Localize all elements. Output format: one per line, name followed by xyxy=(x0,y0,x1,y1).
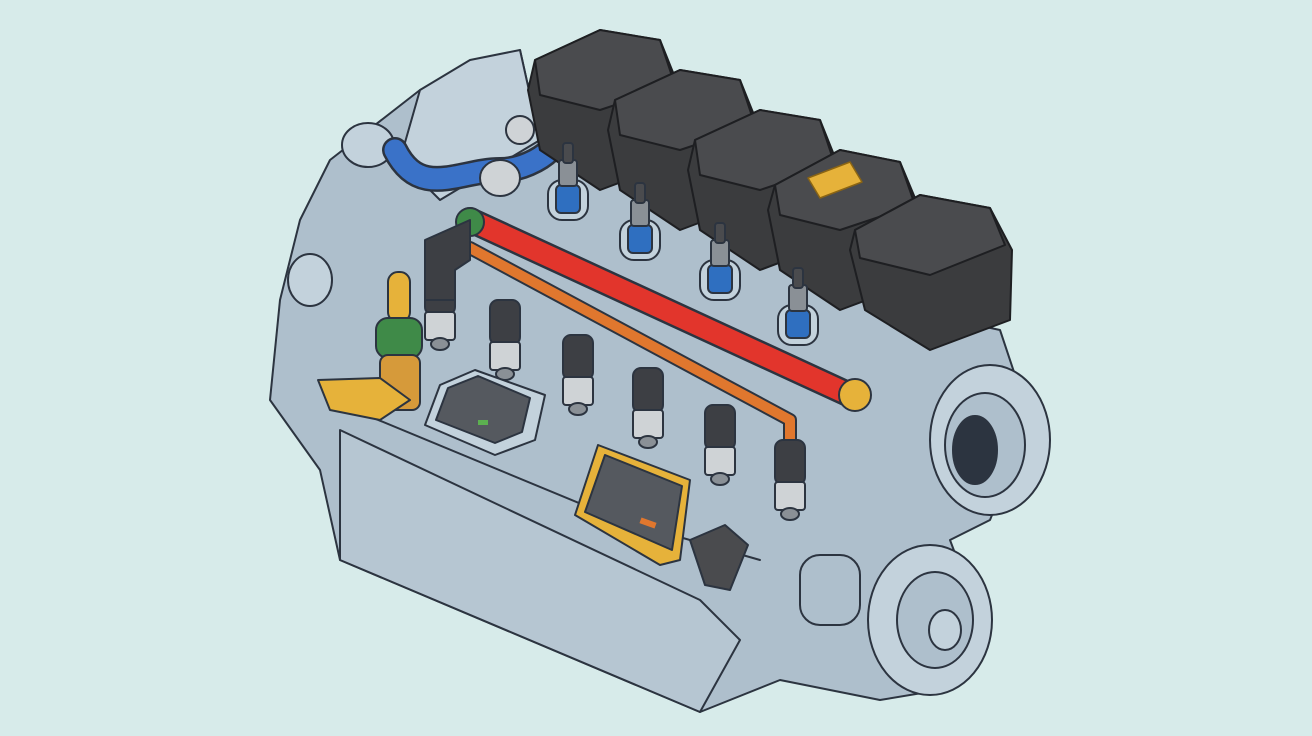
sensor-cap xyxy=(505,115,535,145)
sensor-screen xyxy=(435,375,531,444)
spark-plug xyxy=(547,142,589,221)
sensor-led xyxy=(478,420,488,425)
spark-plug xyxy=(699,222,741,301)
green-fitting xyxy=(375,317,423,359)
crank-pulley xyxy=(799,544,993,696)
display-unit xyxy=(574,444,749,591)
fuel-injectors xyxy=(424,269,806,521)
coil-packs xyxy=(527,29,1013,351)
display-indicator xyxy=(639,517,657,529)
fuel-injector xyxy=(774,439,806,521)
spark-plugs xyxy=(547,142,819,346)
intake-elbow xyxy=(424,219,471,301)
fuel-injector xyxy=(562,334,594,416)
oil-pan xyxy=(339,429,741,713)
sensor-module xyxy=(424,369,546,456)
connector xyxy=(689,524,749,591)
intake-port xyxy=(929,364,1051,516)
fuel-injector xyxy=(704,404,736,486)
display-screen xyxy=(584,454,683,551)
hose-clamp xyxy=(479,159,521,197)
cap-left xyxy=(287,253,333,307)
fuel-line xyxy=(463,241,797,447)
fuel-injector xyxy=(632,367,664,449)
spark-plug xyxy=(777,267,819,346)
pressure-regulator xyxy=(317,219,471,421)
spark-plug xyxy=(619,182,661,261)
coolant-hose xyxy=(382,115,563,197)
coil-pack xyxy=(849,194,1013,351)
fuel-injector xyxy=(489,299,521,381)
fuel-rail-end-fitting xyxy=(838,378,872,412)
warning-label xyxy=(807,161,863,199)
bracket xyxy=(317,377,411,421)
